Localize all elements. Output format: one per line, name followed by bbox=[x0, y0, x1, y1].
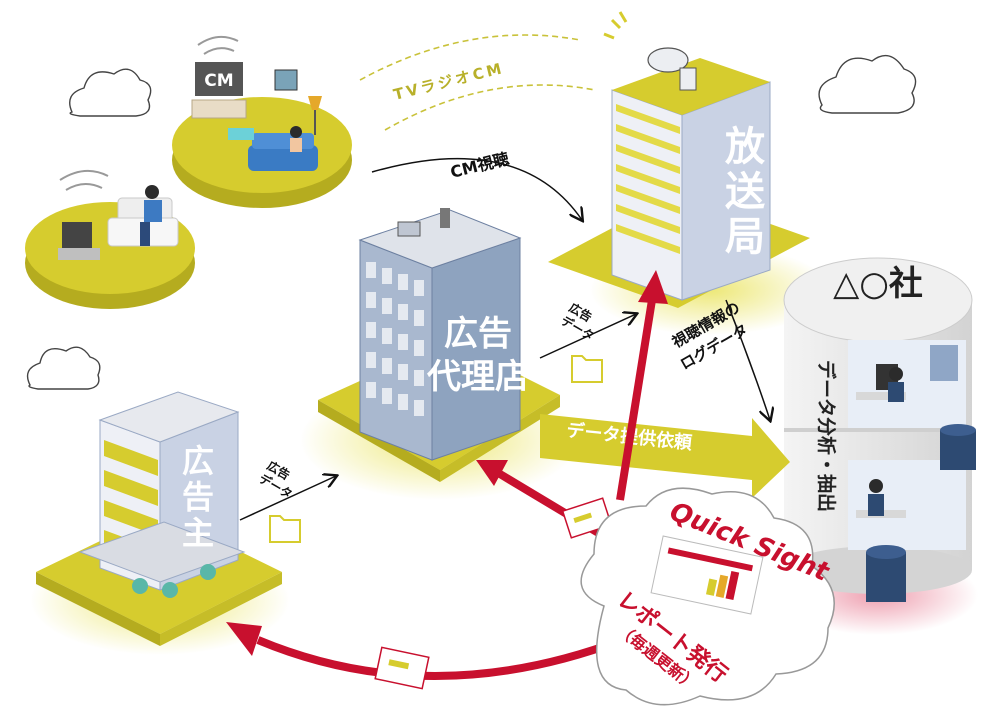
ad-agency-building: 広告 代理店 bbox=[300, 208, 580, 500]
company-label: △○社 bbox=[833, 264, 923, 304]
ad-data-arrow-bottom bbox=[239, 476, 336, 521]
tv-radio-cm-label: TVラジオCM bbox=[392, 59, 506, 104]
tv-cm-arc-bottom bbox=[384, 84, 596, 131]
cm-viewing-arrow bbox=[371, 157, 582, 220]
analysis-label: データ分析・抽出 bbox=[815, 360, 838, 512]
data-request-banner: データ提供依頼 bbox=[540, 414, 790, 498]
broadcaster-char-1: 放 bbox=[725, 124, 765, 170]
red-arrow-to-broadcaster bbox=[616, 270, 668, 501]
agency-label-line1: 広告 bbox=[444, 314, 512, 354]
broadcaster-building: 放 送 局 bbox=[548, 11, 830, 335]
household-disc-1: CM bbox=[172, 35, 352, 208]
cloud-icon-top-left bbox=[69, 68, 152, 117]
household-disc-2 bbox=[25, 169, 195, 309]
advertiser-char-2: 告 bbox=[182, 478, 214, 516]
satellite-dish-icon bbox=[647, 47, 689, 73]
broadcaster-char-3: 局 bbox=[725, 214, 765, 260]
agency-label-line2: 代理店 bbox=[426, 357, 529, 397]
quicksight-cloud: Quick Sight レポート発行 （毎週更新） bbox=[580, 487, 835, 706]
company-cylinder: △○社 データ分析・抽出 bbox=[778, 257, 978, 635]
folder-icon-bottom bbox=[269, 515, 301, 543]
cloud-icon-top-right bbox=[818, 54, 917, 114]
viewing-log-arrow bbox=[725, 299, 770, 420]
cm-viewing-label: CM視聴 bbox=[448, 149, 510, 182]
red-arrow-to-advertiser bbox=[226, 622, 624, 680]
tv-cm-sign: CM bbox=[204, 71, 233, 91]
advertiser-char-3: 主 bbox=[182, 514, 214, 552]
report-sheet-icon-bottom bbox=[374, 646, 430, 690]
broadcaster-char-2: 送 bbox=[725, 169, 765, 215]
ad-data-arrow-top bbox=[539, 314, 636, 359]
database-icon bbox=[866, 424, 976, 602]
tv-cm-arc-top bbox=[359, 34, 581, 81]
folder-icon-top bbox=[571, 355, 603, 383]
advertiser-char-1: 広 bbox=[182, 442, 214, 480]
tv-icon bbox=[195, 62, 243, 96]
advertiser-building: 広 告 主 bbox=[30, 391, 290, 655]
cloud-icon-mid-left bbox=[26, 346, 101, 390]
